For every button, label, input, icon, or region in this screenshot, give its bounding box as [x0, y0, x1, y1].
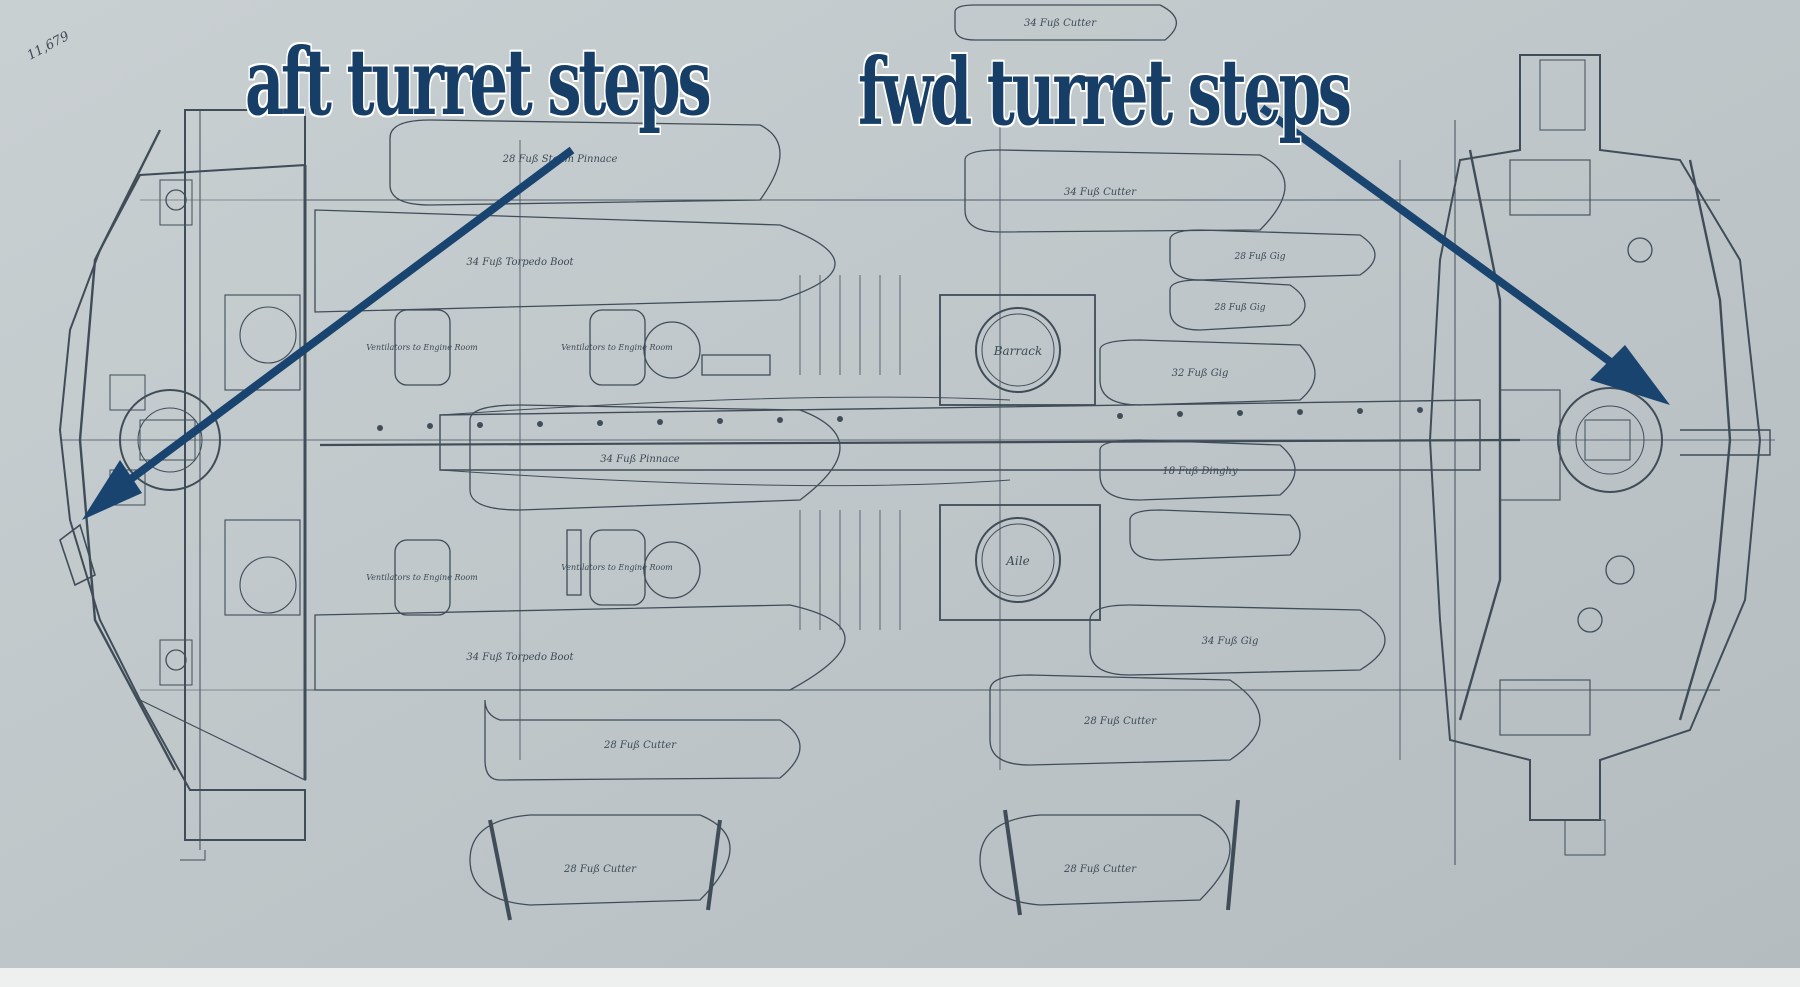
boat-pinnace-center	[469, 404, 841, 511]
boat-label-right-5: 18 Fuß Dinghy	[1162, 466, 1238, 477]
boat-cutter-right	[964, 149, 1286, 233]
ventilator-label-2: Ventilators to Engine Room	[561, 343, 673, 352]
fwd-turret	[1557, 387, 1663, 493]
boat-label-right-1: 34 Fuß Cutter	[1064, 187, 1137, 198]
boat-torpedo-upper	[314, 209, 836, 313]
boat-label-right-3: 28 Fuß Gig	[1213, 303, 1265, 313]
aft-turret-steps-callout: aft turret steps	[245, 28, 712, 136]
boat-label-top-center: 34 Fuß Cutter	[1024, 18, 1097, 29]
aft-arrow-head	[82, 460, 142, 520]
paper-edge	[0, 968, 1800, 987]
boat-steam-pinnace	[389, 119, 781, 206]
boat-cutter-bottom-left	[484, 699, 801, 781]
boat-label-pinnace: 34 Fuß Pinnace	[600, 454, 680, 465]
bow-funnel-label: Barrack	[993, 344, 1043, 358]
aft-funnel-casing	[939, 504, 1101, 621]
boat-label-bottom-left: 28 Fuß Cutter	[563, 864, 637, 875]
aft-turret	[119, 389, 221, 491]
boat-label-cutter-left: 28 Fuß Cutter	[603, 740, 677, 751]
boat-label-right-6: 34 Fuß Gig	[1202, 636, 1259, 647]
ventilator-label-4: Ventilators to Engine Room	[561, 563, 673, 572]
boat-top-center	[954, 4, 1177, 41]
boat-label-right-7: 28 Fuß Cutter	[1083, 716, 1157, 727]
aft-arrow-line	[97, 146, 575, 506]
boat-label-right-4: 32 Fuß Gig	[1172, 368, 1229, 379]
ventilator-label-1: Ventilators to Engine Room	[366, 343, 478, 352]
boat-label-bottom-right: 28 Fuß Cutter	[1063, 864, 1137, 875]
boat-label-torpedo-upper: 34 Fuß Torpedo Boot	[466, 257, 574, 268]
boat-label-right-2: 28 Fuß Gig	[1233, 252, 1285, 262]
fwd-arrow-line	[1259, 104, 1641, 386]
stern-funnel-label: Aile	[1005, 554, 1029, 568]
boat-label-torpedo-lower: 34 Fuß Torpedo Boot	[466, 652, 574, 663]
boat-cutter-lower-right	[989, 674, 1261, 766]
fore-funnel-casing	[939, 294, 1096, 406]
aft-armour-belt	[78, 129, 177, 771]
fwd-arrow-head	[1590, 345, 1670, 405]
boat-torpedo-lower	[314, 604, 846, 691]
ventilator-label-3: Ventilators to Engine Room	[366, 573, 478, 582]
fwd-turret-steps-callout: fwd turret steps	[858, 38, 1352, 146]
